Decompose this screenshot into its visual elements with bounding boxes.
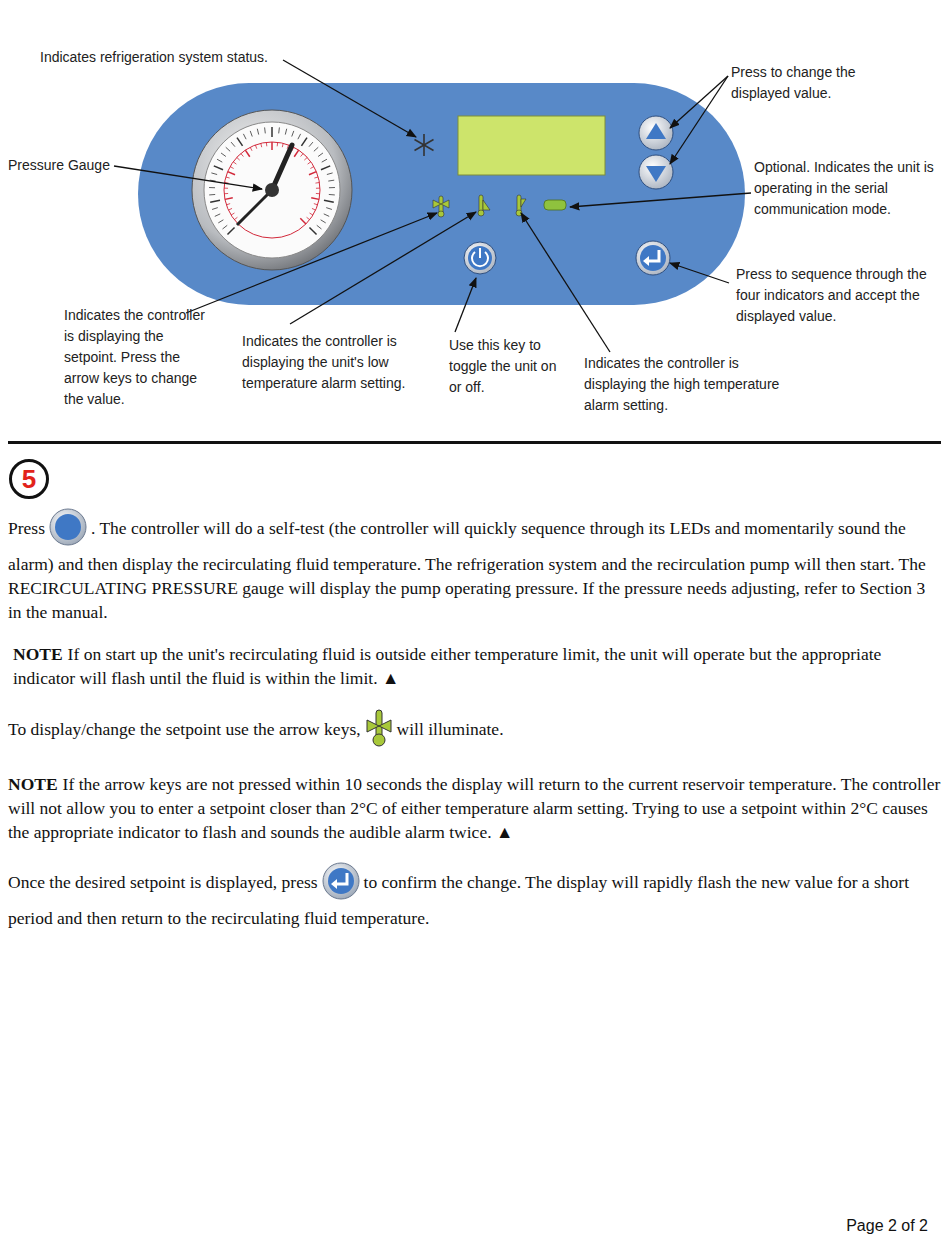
body-text: will illuminate. xyxy=(397,719,504,739)
paragraph: Once the desired setpoint is displayed, … xyxy=(8,862,942,930)
leader-lines xyxy=(114,60,751,352)
control-panel xyxy=(138,83,745,305)
pressure-gauge xyxy=(192,110,352,270)
body-text: If on start up the unit's recirculating … xyxy=(13,644,881,688)
snowflake-indicator xyxy=(415,134,434,156)
lcd-display xyxy=(458,116,605,175)
power-key xyxy=(464,242,496,274)
body-text: Press xyxy=(8,518,45,538)
enter-icon xyxy=(322,862,360,906)
serial-led xyxy=(544,200,566,210)
horizontal-rule xyxy=(8,441,941,444)
gauge-needle xyxy=(272,145,292,190)
note-heading: NOTE xyxy=(13,644,63,664)
thermo-icon xyxy=(365,708,393,754)
body-text: Once the desired setpoint is displayed, … xyxy=(8,872,318,892)
paragraph: NOTEIf the arrow keys are not pressed wi… xyxy=(8,772,942,844)
power-icon xyxy=(49,508,87,552)
page-number: Page 2 of 2 xyxy=(846,1217,928,1235)
body-text: If the arrow keys are not pressed within… xyxy=(8,774,940,842)
callout-label: Use this key to toggle the unit on or of… xyxy=(449,335,565,398)
high-temp-indicator xyxy=(516,195,526,216)
instruction-text: Press. The controller will do a self-tes… xyxy=(8,508,942,948)
enter-icon-graphic xyxy=(322,862,360,900)
paragraph: Press. The controller will do a self-tes… xyxy=(8,508,942,624)
callout-label: Indicates refrigeration system status. xyxy=(40,47,300,68)
body-text: To display/change the setpoint use the a… xyxy=(8,719,361,739)
note-heading: NOTE xyxy=(8,774,58,794)
callout-label: Pressure Gauge xyxy=(8,155,128,176)
callout-label: Optional. Indicates the unit is operatin… xyxy=(754,157,944,220)
paragraph: NOTEIf on start up the unit's recirculat… xyxy=(8,642,942,690)
enter-key xyxy=(636,241,670,275)
callout-label: Indicates the controller is displaying t… xyxy=(64,305,214,410)
down-arrow-key xyxy=(639,155,673,189)
step-number-circle: 5 xyxy=(9,459,49,499)
low-temp-indicator xyxy=(478,195,490,216)
thermo-icon-graphic xyxy=(365,708,393,748)
callout-label: Press to sequence through the four indic… xyxy=(736,264,942,327)
callout-label: Indicates the controller is displaying t… xyxy=(584,353,799,416)
step-number: 5 xyxy=(22,464,36,495)
paragraph: To display/change the setpoint use the a… xyxy=(8,708,942,754)
body-text: . The controller will do a self-test (th… xyxy=(8,518,926,622)
callout-label: Indicates the controller is displaying t… xyxy=(242,331,432,394)
callout-label: Press to change the displayed value. xyxy=(731,62,891,104)
up-arrow-key xyxy=(639,116,673,150)
power-icon-graphic xyxy=(49,508,87,546)
